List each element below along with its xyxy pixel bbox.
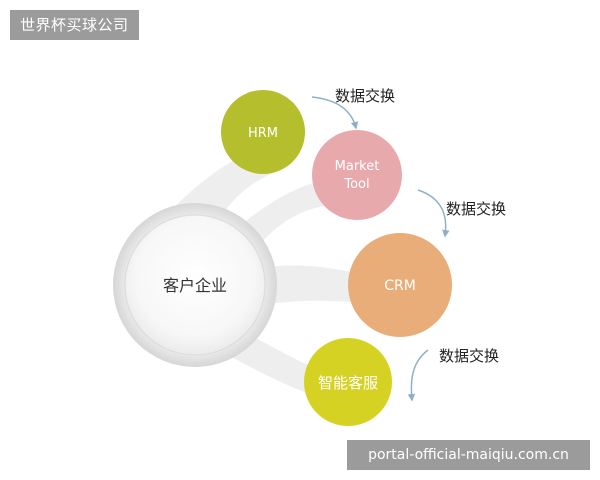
exchange-arrow-1 [311, 96, 359, 130]
connector-crm [260, 265, 352, 305]
node-market-tool-label-line: Tool [343, 177, 369, 192]
watermark: portal-official-maiqiu.com.cn [347, 440, 590, 470]
connector-service [228, 330, 315, 395]
node-market-tool [312, 130, 402, 220]
node-service [304, 338, 392, 426]
node-service-label: 智能客服 [318, 374, 378, 392]
exchange-label-1: 数据交换 [335, 87, 395, 105]
exchange-label-2: 数据交换 [446, 200, 506, 218]
node-crm [348, 233, 452, 337]
node-hrm [221, 90, 305, 174]
exchange-arrow-2 [417, 189, 450, 238]
node-market-tool-label-line: Market [335, 159, 380, 174]
center-circle [124, 214, 266, 356]
node-crm-label: CRM [384, 278, 416, 294]
exchange-arrow-3 [407, 349, 429, 402]
connector-market-tool [235, 180, 332, 250]
header-tag: 世界杯买球公司 [10, 10, 139, 40]
center-label: 客户企业 [163, 276, 227, 295]
exchange-label-3: 数据交换 [439, 347, 499, 365]
node-hrm-label: HRM [248, 126, 278, 141]
